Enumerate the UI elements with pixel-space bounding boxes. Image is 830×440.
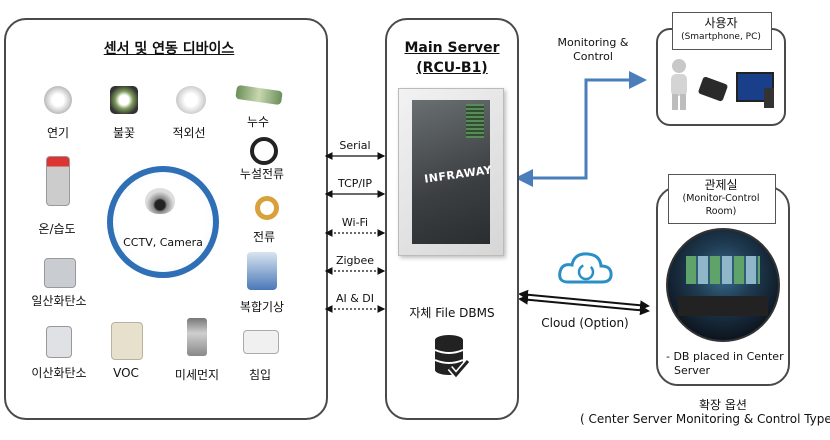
- pc-tower-icon: [764, 88, 774, 108]
- connection-label-zigbee: Zigbee: [335, 254, 375, 267]
- co-sensor-icon: [44, 258, 76, 288]
- sensor-label-weather: 복합기상: [239, 300, 285, 314]
- sensor-label-temp-humidity: 온/습도: [38, 222, 76, 236]
- camera-icon: [145, 188, 175, 214]
- sensor-label-voc: VOC: [113, 366, 139, 380]
- user-title-box: [672, 12, 772, 50]
- control-room-title-box: [668, 174, 776, 224]
- control-room-subtitle-2: Room): [705, 206, 737, 217]
- co2-sensor-icon: [46, 326, 72, 358]
- connection-label-aidi: AI & DI: [335, 292, 375, 305]
- flame-detector-icon: [110, 86, 138, 114]
- user-subtitle: (Smartphone, PC): [681, 32, 761, 42]
- sensor-label-infrared: 적외선: [172, 126, 206, 140]
- database-icon: [434, 334, 471, 380]
- control-room-title: 관제실: [704, 178, 738, 192]
- leakage-current-sensor-icon: [250, 137, 278, 165]
- temperature-humidity-sensor-icon: [46, 156, 70, 206]
- weather-station-icon: [247, 252, 277, 290]
- control-room-note-1: - DB placed in Center: [666, 350, 784, 363]
- expansion-subtitle: ( Center Server Monitoring & Control Typ…: [580, 412, 830, 426]
- dust-sensor-icon: [187, 318, 207, 356]
- cloud-icon: [556, 248, 614, 288]
- cctv-label: CCTV, Camera: [123, 236, 203, 249]
- sensor-label-dust: 미세먼지: [174, 368, 220, 382]
- server-model: (RCU-B1): [416, 60, 488, 76]
- server-heatsink: [466, 104, 484, 138]
- control-room-subtitle-1: (Monitor-Control: [682, 193, 760, 204]
- sensor-label-flame: 불꽃: [112, 126, 136, 140]
- connection-label-serial: Serial: [339, 139, 371, 152]
- sensor-label-co: 일산화탄소: [31, 294, 87, 308]
- cctv-circle: [107, 166, 219, 278]
- infrared-sensor-icon: [176, 86, 206, 114]
- user-title: 사용자: [704, 16, 738, 30]
- connection-label-tcpip: TCP/IP: [338, 177, 372, 190]
- smoke-detector-icon: [44, 86, 72, 114]
- connection-label-wifi: Wi-Fi: [341, 216, 369, 229]
- sensor-label-water-leak: 누수: [246, 115, 270, 129]
- control-room-note-2: Server: [674, 364, 711, 377]
- expansion-title: 확장 옵션: [699, 398, 747, 412]
- sensor-label-smoke: 연기: [46, 126, 70, 140]
- control-room-image: [666, 228, 780, 342]
- intrusion-sensor-icon: [243, 330, 279, 354]
- monitoring-label-line1: Monitoring &: [557, 36, 629, 49]
- current-sensor-icon: [255, 196, 279, 220]
- sensor-label-current: 전류: [252, 230, 276, 244]
- voc-sensor-icon: [111, 322, 143, 360]
- sensor-label-intrusion: 침입: [248, 368, 272, 382]
- person-icon: [664, 58, 694, 112]
- server-title: Main Server: [404, 40, 500, 56]
- sensor-label-leakage-current: 누설전류: [239, 167, 285, 181]
- sensor-label-co2: 이산화탄소: [31, 366, 87, 380]
- monitoring-arrow: [515, 71, 647, 187]
- dbms-label: 자체 File DBMS: [409, 306, 495, 320]
- cloud-label: Cloud (Option): [541, 316, 629, 330]
- monitoring-label-line2: Control: [573, 50, 613, 63]
- sensor-panel-title: 센서 및 연동 디바이스: [103, 41, 235, 57]
- cloud-arrow-bottom: [518, 294, 650, 316]
